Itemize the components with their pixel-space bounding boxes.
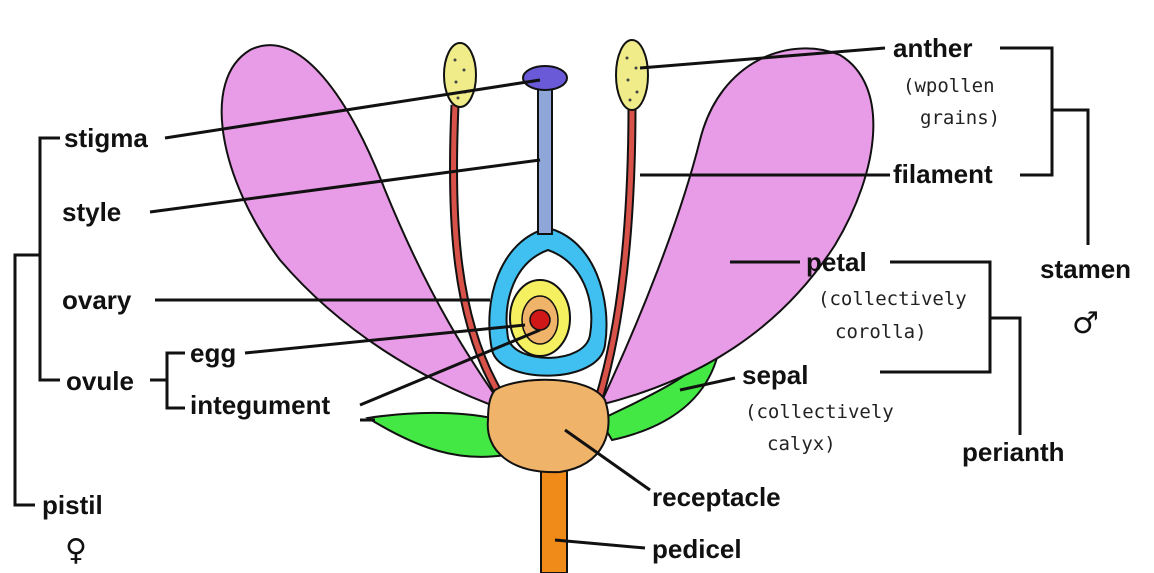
- receptacle-label: receptacle: [652, 482, 781, 512]
- petal-note-line-2: corolla): [835, 321, 927, 343]
- petal-note-line-1: (collectively: [818, 288, 967, 310]
- anther-left-shape: [444, 43, 476, 107]
- pistil-symbol: ♀: [65, 533, 87, 568]
- sepal-note-line-2: calyx): [767, 433, 836, 455]
- stigma-shape: [523, 66, 567, 90]
- pedicel-label: pedicel: [652, 534, 742, 564]
- ovary-label: ovary: [62, 285, 132, 315]
- pistil-label: pistil: [42, 490, 103, 520]
- perianth-label: perianth: [962, 437, 1065, 467]
- sepal-note-line-1: (collectively: [745, 401, 894, 423]
- pedicel-shape: [541, 470, 567, 573]
- petal-label: petal: [806, 247, 867, 277]
- egg-label: egg: [190, 338, 236, 368]
- anther-note-line-2: grains): [920, 107, 1000, 129]
- sepal-label: sepal: [742, 360, 809, 390]
- sepal-left-shape: [368, 413, 505, 457]
- egg-shape: [530, 310, 550, 330]
- style-shape: [538, 82, 552, 234]
- anther-label: anther: [893, 33, 972, 63]
- receptacle-shape: [488, 380, 609, 472]
- filament-label: filament: [893, 159, 993, 189]
- stamen-label: stamen: [1040, 254, 1131, 284]
- ovule-label: ovule: [66, 366, 134, 396]
- style-label: style: [62, 197, 121, 227]
- stamen-symbol: ♂: [1072, 306, 1099, 341]
- anther-note-line-1: (wpollen: [903, 75, 995, 97]
- anther-right-shape: [616, 40, 648, 110]
- stigma-label: stigma: [64, 123, 148, 153]
- integument-label: integument: [190, 390, 330, 420]
